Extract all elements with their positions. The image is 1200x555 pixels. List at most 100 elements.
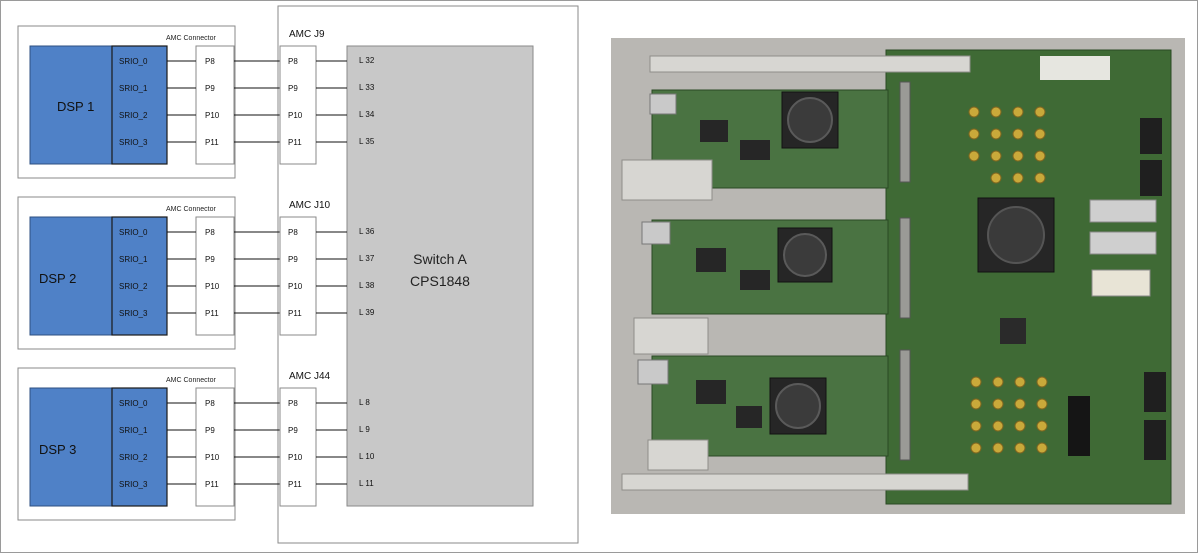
carrier-connector-label: AMC J44: [289, 371, 331, 382]
carrier-port-label: P9: [288, 255, 298, 264]
lane-label: L 34: [359, 110, 375, 119]
sfp-cage: [1091, 269, 1151, 297]
connection-diagram: Switch A CPS1848 AMC Connector DSP 1 SRI…: [17, 5, 579, 544]
amc-slot: [899, 349, 911, 461]
amc-connector-label: AMC Connector: [166, 206, 216, 213]
srio-column: [111, 387, 168, 507]
amc-slot: [899, 81, 911, 183]
lane-links: [316, 402, 347, 485]
dsp-label: DSP 1: [57, 99, 94, 114]
carrier-port-label: P9: [288, 84, 298, 93]
srio-label: SRIO_2: [119, 453, 148, 462]
top-rail: [649, 55, 971, 73]
amc-port-label: P9: [205, 426, 215, 435]
sma-connectors-bottom: [970, 376, 1048, 454]
carrier-port-label: P11: [288, 480, 302, 489]
carrier-port-label: P11: [288, 309, 302, 318]
sfp-cage: [1089, 231, 1157, 255]
dsp-label: DSP 2: [39, 271, 76, 286]
srio-label: SRIO_1: [119, 426, 148, 435]
srio-label: SRIO_3: [119, 309, 148, 318]
lane-label: L 36: [359, 227, 375, 236]
carrier-fan-icon: [987, 206, 1045, 264]
srio-links: [167, 60, 280, 143]
amc-port-label: P11: [205, 138, 219, 147]
srio-label: SRIO_3: [119, 480, 148, 489]
amc-connector-box: [195, 45, 235, 165]
carrier-port-label: P9: [288, 426, 298, 435]
dsp-label: DSP 3: [39, 442, 76, 457]
edge-connector: [1140, 160, 1162, 196]
switch-box: [346, 45, 534, 507]
carrier-port-label: P8: [288, 228, 298, 237]
ethernet-port: [641, 221, 671, 245]
srio-links: [167, 402, 280, 485]
srio-label: SRIO_1: [119, 84, 148, 93]
srio-label: SRIO_2: [119, 111, 148, 120]
amc-module-3: [637, 355, 889, 471]
edge-connector: [1140, 118, 1162, 154]
carrier-connector-box: [279, 216, 317, 336]
edge-connector: [1144, 372, 1166, 412]
amc-port-label: P10: [205, 282, 220, 291]
lane-links: [316, 60, 347, 143]
switch-name: Switch A: [413, 251, 467, 267]
dsp-group-3: AMC Connector DSP 3 SRIO_0 SRIO_1 SRIO_2…: [17, 367, 375, 521]
carrier-port-label: P10: [288, 282, 303, 291]
sfp-cage: [1089, 199, 1157, 223]
carrier-port-label: P10: [288, 111, 303, 120]
lane-label: L 33: [359, 83, 375, 92]
dsp-group-1: AMC Connector DSP 1 SRIO_0 SRIO_1 SRIO_2…: [17, 25, 375, 179]
amc-module-1: [621, 89, 889, 201]
amc-port-label: P11: [205, 480, 219, 489]
amc-port-label: P8: [205, 57, 215, 66]
sma-connectors-top: [968, 106, 1046, 184]
lane-label: L 35: [359, 137, 375, 146]
amc-port-label: P8: [205, 399, 215, 408]
amc-connector-box: [195, 216, 235, 336]
srio-label: SRIO_0: [119, 228, 148, 237]
srio-column: [111, 45, 168, 165]
switch-part: CPS1848: [410, 273, 470, 289]
amc-port-label: P11: [205, 309, 219, 318]
srio-column: [111, 216, 168, 336]
header-connector: [1068, 396, 1090, 456]
main-chip: [1000, 318, 1026, 344]
carrier-port-label: P10: [288, 453, 303, 462]
srio-links: [167, 231, 280, 314]
dsp-group-2: AMC Connector DSP 2 SRIO_0 SRIO_1 SRIO_2…: [17, 196, 375, 350]
carrier-connector-box: [279, 387, 317, 507]
lane-label: L 11: [359, 479, 374, 488]
amc-port-label: P9: [205, 84, 215, 93]
amc-port-label: P8: [205, 228, 215, 237]
carrier-port-label: P8: [288, 57, 298, 66]
faceplate-handle: [621, 159, 713, 201]
lane-links: [316, 231, 347, 314]
carrier-connector-label: AMC J10: [289, 200, 331, 211]
module-fan-icon: [783, 233, 827, 277]
carrier-port-label: P8: [288, 399, 298, 408]
lane-label: L 10: [359, 452, 375, 461]
carrier-connector-box: [279, 45, 317, 165]
faceplate-handle: [633, 317, 709, 355]
amc-connector-box: [195, 387, 235, 507]
amc-port-label: P10: [205, 453, 220, 462]
srio-label: SRIO_0: [119, 57, 148, 66]
lane-label: L 37: [359, 254, 375, 263]
amc-port-label: P9: [205, 255, 215, 264]
lane-label: L 32: [359, 56, 375, 65]
bottom-rail: [621, 473, 969, 491]
ethernet-port: [637, 359, 669, 385]
lane-label: L 8: [359, 398, 370, 407]
lane-label: L 39: [359, 308, 375, 317]
lane-label: L 38: [359, 281, 375, 290]
amc-port-label: P10: [205, 111, 220, 120]
faceplate-handle: [647, 439, 709, 471]
top-chip: [1040, 56, 1110, 80]
ethernet-port: [649, 93, 677, 115]
srio-label: SRIO_3: [119, 138, 148, 147]
amc-connector-label: AMC Connector: [166, 35, 216, 42]
srio-label: SRIO_1: [119, 255, 148, 264]
carrier-port-label: P11: [288, 138, 302, 147]
